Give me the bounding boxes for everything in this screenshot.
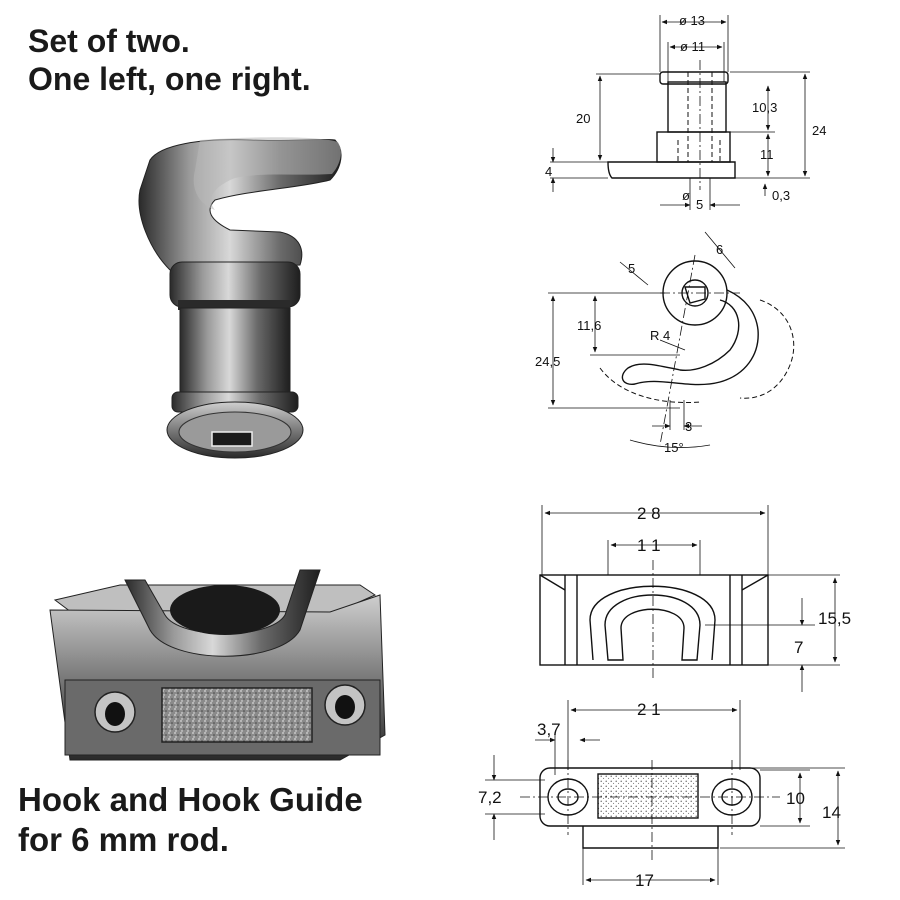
drawing-hook-front: ø 13 ø 11 20 24 10,3 11 4 5 0,3 ø [545,13,826,212]
dim-width-5: 5 [628,261,635,276]
dim-base-4: 4 [545,164,552,179]
dim-height-10: 10 [786,789,805,808]
caption-line-2: for 6 mm rod. [18,820,229,858]
dim-pin-5: 5 [696,197,703,212]
dim-height-20: 20 [576,111,590,126]
dim-radius-4: R 4 [650,328,670,343]
drawing-guide-top: 2 1 3,7 7,2 10 14 17 [478,700,845,890]
title-line-2: One left, one right. [28,61,311,98]
pin-diameter-symbol: ø [682,188,690,203]
dim-width-11: 1 1 [637,536,661,555]
dim-height-15-5: 15,5 [818,609,851,628]
title-line-1: Set of two. [28,23,190,59]
dim-height-14: 14 [822,803,841,822]
dim-width-6: 6 [716,242,723,257]
dim-spacing-21: 2 1 [637,700,661,719]
guide-photo [49,569,386,761]
dim-width-17: 17 [635,871,654,890]
dim-height-11-6: 11,6 [577,318,601,333]
caption-line-1: Hook and Hook Guide [18,781,363,818]
drawing-guide-front: 2 8 1 1 15,5 7 [539,504,851,692]
dim-offset-3-7: 3,7 [537,720,561,739]
dim-diameter-11: ø 11 [680,39,705,54]
dim-diameter-13: ø 13 [679,13,705,28]
dim-height-7: 7 [794,638,803,657]
dim-offset-3: 3 [685,419,692,434]
dim-angle-15: 15° [664,440,684,455]
drawing-hook-top: 6 5 11,6 24,5 R 4 3 15° [535,231,795,455]
dim-width-28: 2 8 [637,504,661,523]
title-text: Set of two. One left, one right. [28,22,311,99]
dim-height-10-3: 10,3 [752,100,777,115]
dim-height-11: 11 [760,147,774,162]
caption-text: Hook and Hook Guide for 6 mm rod. [18,780,363,859]
dim-gap-0-3: 0,3 [772,188,790,203]
hook-photo [138,137,342,459]
dim-height-24: 24 [812,123,826,138]
dim-height-24-5: 24,5 [535,354,560,369]
dim-height-7-2: 7,2 [478,788,502,807]
